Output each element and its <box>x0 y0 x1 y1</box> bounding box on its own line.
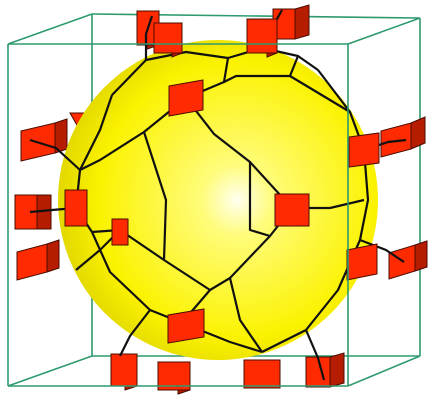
linker-edge <box>91 228 211 291</box>
unit-face <box>110 353 138 387</box>
unit-face <box>274 193 310 227</box>
square-unit <box>305 352 345 388</box>
unit-side <box>329 352 345 388</box>
square-unit <box>153 22 183 58</box>
linker-edge <box>79 97 187 171</box>
square-unit <box>157 361 191 395</box>
unit-face <box>346 243 378 281</box>
square-unit <box>110 353 138 391</box>
cavity-sphere <box>58 40 378 360</box>
linker-edge <box>304 329 326 381</box>
unit-side <box>410 116 426 150</box>
cage-edge <box>7 13 93 45</box>
unit-face <box>16 243 48 281</box>
cage-back-edges <box>7 13 421 387</box>
square-unit <box>272 4 310 40</box>
square-unit <box>16 239 60 281</box>
unit-face <box>14 194 38 230</box>
unit-face <box>348 132 380 168</box>
unit-face <box>153 22 183 54</box>
linker-edge <box>142 131 168 261</box>
square-unit <box>64 189 88 227</box>
linker-edge <box>185 97 293 209</box>
linker-edge <box>228 277 263 353</box>
linker-edge <box>359 238 405 263</box>
cage-edge <box>347 355 421 387</box>
linker-edge <box>144 15 154 60</box>
cage-edge <box>347 17 421 45</box>
square-unit <box>348 132 380 168</box>
square-unit <box>111 218 129 246</box>
unit-side <box>46 239 60 273</box>
unit-face <box>168 79 204 117</box>
square-unit <box>167 308 205 344</box>
square-unit <box>346 243 378 281</box>
unit-face <box>157 361 191 391</box>
square-unit <box>20 118 68 162</box>
linker-edge <box>29 138 81 171</box>
unit-face <box>243 359 281 389</box>
unit-side <box>414 240 428 272</box>
linker-edge <box>119 309 151 357</box>
cage-edge <box>7 355 93 387</box>
linker-edge <box>248 162 271 238</box>
unit-face <box>388 244 416 280</box>
linker-edge <box>289 75 351 113</box>
cage-front-edges <box>7 43 349 387</box>
square-unit <box>274 193 310 227</box>
square-unit <box>168 79 204 117</box>
linker-edge <box>223 55 300 83</box>
square-unit <box>388 240 428 280</box>
unit-face <box>246 18 278 54</box>
square-unit <box>243 359 281 389</box>
unit-side <box>294 4 310 40</box>
square-unit <box>380 116 426 158</box>
unit-face <box>380 122 412 158</box>
unit-face <box>64 189 88 227</box>
square-unit <box>14 194 52 230</box>
unit-face <box>111 218 129 246</box>
square-unit <box>246 18 278 58</box>
unit-face <box>167 308 205 344</box>
